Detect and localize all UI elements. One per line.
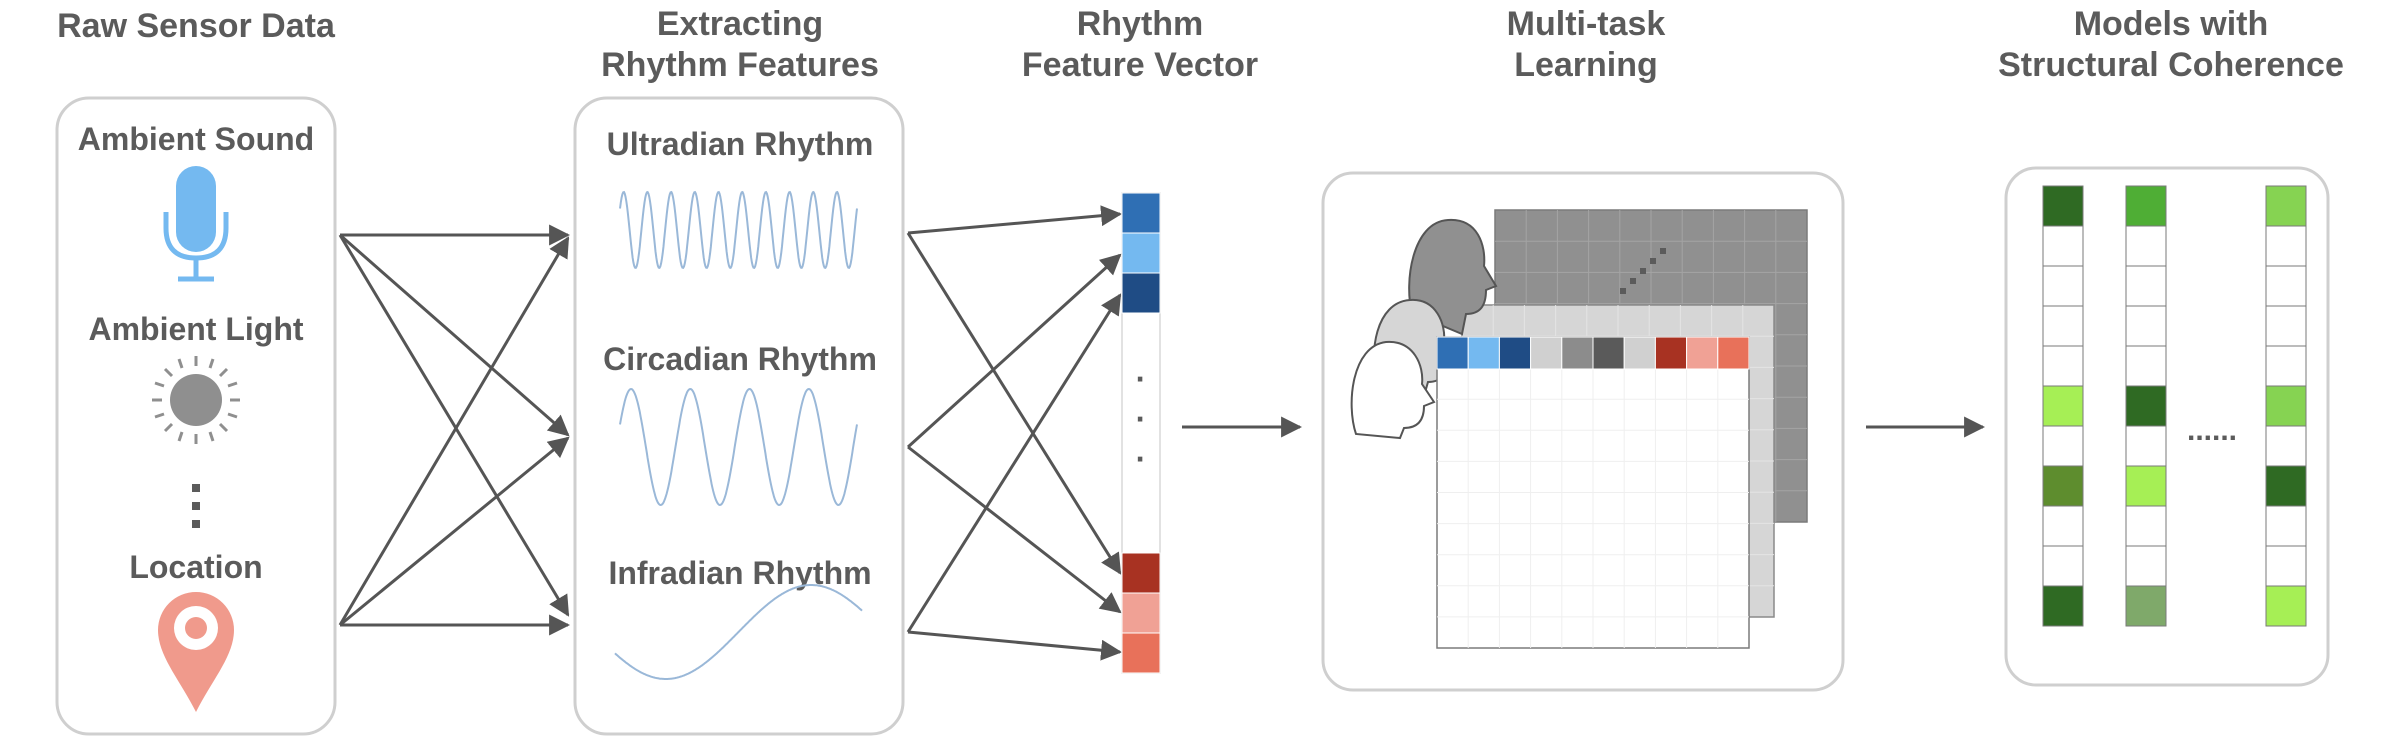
model-cell (2265, 305, 2307, 347)
feature-vector-dot-1: · (1136, 361, 1147, 397)
model-cell (2042, 185, 2084, 227)
model-cell (2125, 545, 2167, 587)
feature-vector-cell (1121, 232, 1161, 274)
model-cell (2265, 345, 2307, 387)
model-cell (2125, 225, 2167, 267)
feature-vector-bottom-cells (1121, 552, 1161, 674)
feature-vector: · · · (1121, 192, 1161, 674)
raw-sensor-data-title: Raw Sensor Data (57, 7, 336, 45)
extracting-title-line2: Rhythm Features (601, 46, 879, 84)
model-cell (2125, 585, 2167, 627)
model-cell (2265, 225, 2307, 267)
ultradian-wave (619, 190, 858, 270)
models-ellipsis: ...... (2187, 414, 2237, 447)
model-cell (2042, 345, 2084, 387)
model-cell (2265, 425, 2307, 467)
model-cell (2125, 265, 2167, 307)
feature-vector-top-cells (1121, 192, 1161, 314)
infradian-rhythm-label: Infradian Rhythm (608, 555, 871, 591)
model-cell (2125, 505, 2167, 547)
model-cell (2125, 345, 2167, 387)
model-cell (2125, 425, 2167, 467)
mtl-header-cell (1592, 336, 1625, 370)
model-cell (2042, 385, 2084, 427)
circadian-wave (619, 387, 858, 507)
model-cell (2042, 225, 2084, 267)
mtl-panel (1321, 171, 1845, 692)
extracting-title-line1: Extracting (657, 5, 823, 43)
models-box (2004, 166, 2330, 687)
raw-sensor-panel: Ambient Sound Ambient Light (55, 96, 337, 736)
model-columns (2042, 185, 2307, 627)
rhythm-features-panel: Ultradian Rhythm Circadian Rhythm Infrad… (573, 96, 905, 736)
model-cell (2042, 585, 2084, 627)
feature-vector-cell (1121, 552, 1161, 594)
model-cell (2125, 385, 2167, 427)
mtl-header-cell (1717, 336, 1750, 370)
location-label: Location (129, 549, 262, 585)
ultradian-rhythm-label: Ultradian Rhythm (607, 126, 874, 162)
model-cell (2265, 585, 2307, 627)
sun-icon (152, 356, 240, 444)
mtl-header-cell (1436, 336, 1469, 370)
mtl-header-cell (1686, 336, 1719, 370)
feature-vector-cell (1121, 192, 1161, 234)
feature-vector-dot-3: · (1136, 441, 1147, 477)
model-cell (2265, 545, 2307, 587)
model-cell (2125, 305, 2167, 347)
mtl-header-cell (1467, 336, 1500, 370)
location-pin-icon (158, 592, 234, 712)
models-panel: ...... (2004, 166, 2330, 687)
sensor-to-rhythm-arrows (338, 224, 571, 636)
model-cell (2042, 305, 2084, 347)
microphone-icon (163, 166, 229, 282)
model-cell (2265, 185, 2307, 227)
model-cell (2265, 465, 2307, 507)
feature-vector-title-line2: Feature Vector (1022, 46, 1258, 84)
mtl-title-line2: Learning (1514, 46, 1658, 84)
sensor-ellipsis (192, 484, 200, 528)
ambient-light-label: Ambient Light (88, 311, 303, 347)
feature-vector-cell (1121, 632, 1161, 674)
user-heads-icon (1350, 218, 1498, 440)
model-cell (2042, 465, 2084, 507)
feature-vector-cell (1121, 592, 1161, 634)
mtl-header-cell (1654, 336, 1688, 370)
models-title-line1: Models with (2074, 5, 2269, 43)
feature-vector-cell (1121, 272, 1161, 314)
model-cell (2042, 425, 2084, 467)
circadian-rhythm-label: Circadian Rhythm (603, 341, 877, 377)
model-cell (2265, 265, 2307, 307)
model-cell (2265, 505, 2307, 547)
model-cell (2042, 545, 2084, 587)
model-cell (2265, 385, 2307, 427)
mtl-title-line1: Multi-task (1507, 5, 1666, 43)
infradian-wave (614, 584, 863, 680)
feature-vector-dot-2: · (1136, 401, 1147, 437)
feature-vector-title-line1: Rhythm (1077, 5, 1204, 43)
rhythm-to-vector-arrows (906, 205, 1123, 661)
mtl-matrix-front (1436, 336, 1750, 649)
model-cell (2125, 465, 2167, 507)
mtl-header-cell (1530, 336, 1563, 370)
model-cell (2125, 185, 2167, 227)
mtl-matrix-header-row (1436, 336, 1750, 370)
section-titles: Raw Sensor Data Extracting Rhythm Featur… (57, 5, 2344, 84)
model-cell (2042, 505, 2084, 547)
mtl-header-cell (1561, 336, 1594, 370)
mtl-header-cell (1623, 336, 1656, 370)
models-title-line2: Structural Coherence (1998, 46, 2344, 84)
mtl-header-cell (1498, 336, 1532, 370)
model-cell (2042, 265, 2084, 307)
ambient-sound-label: Ambient Sound (78, 121, 314, 157)
